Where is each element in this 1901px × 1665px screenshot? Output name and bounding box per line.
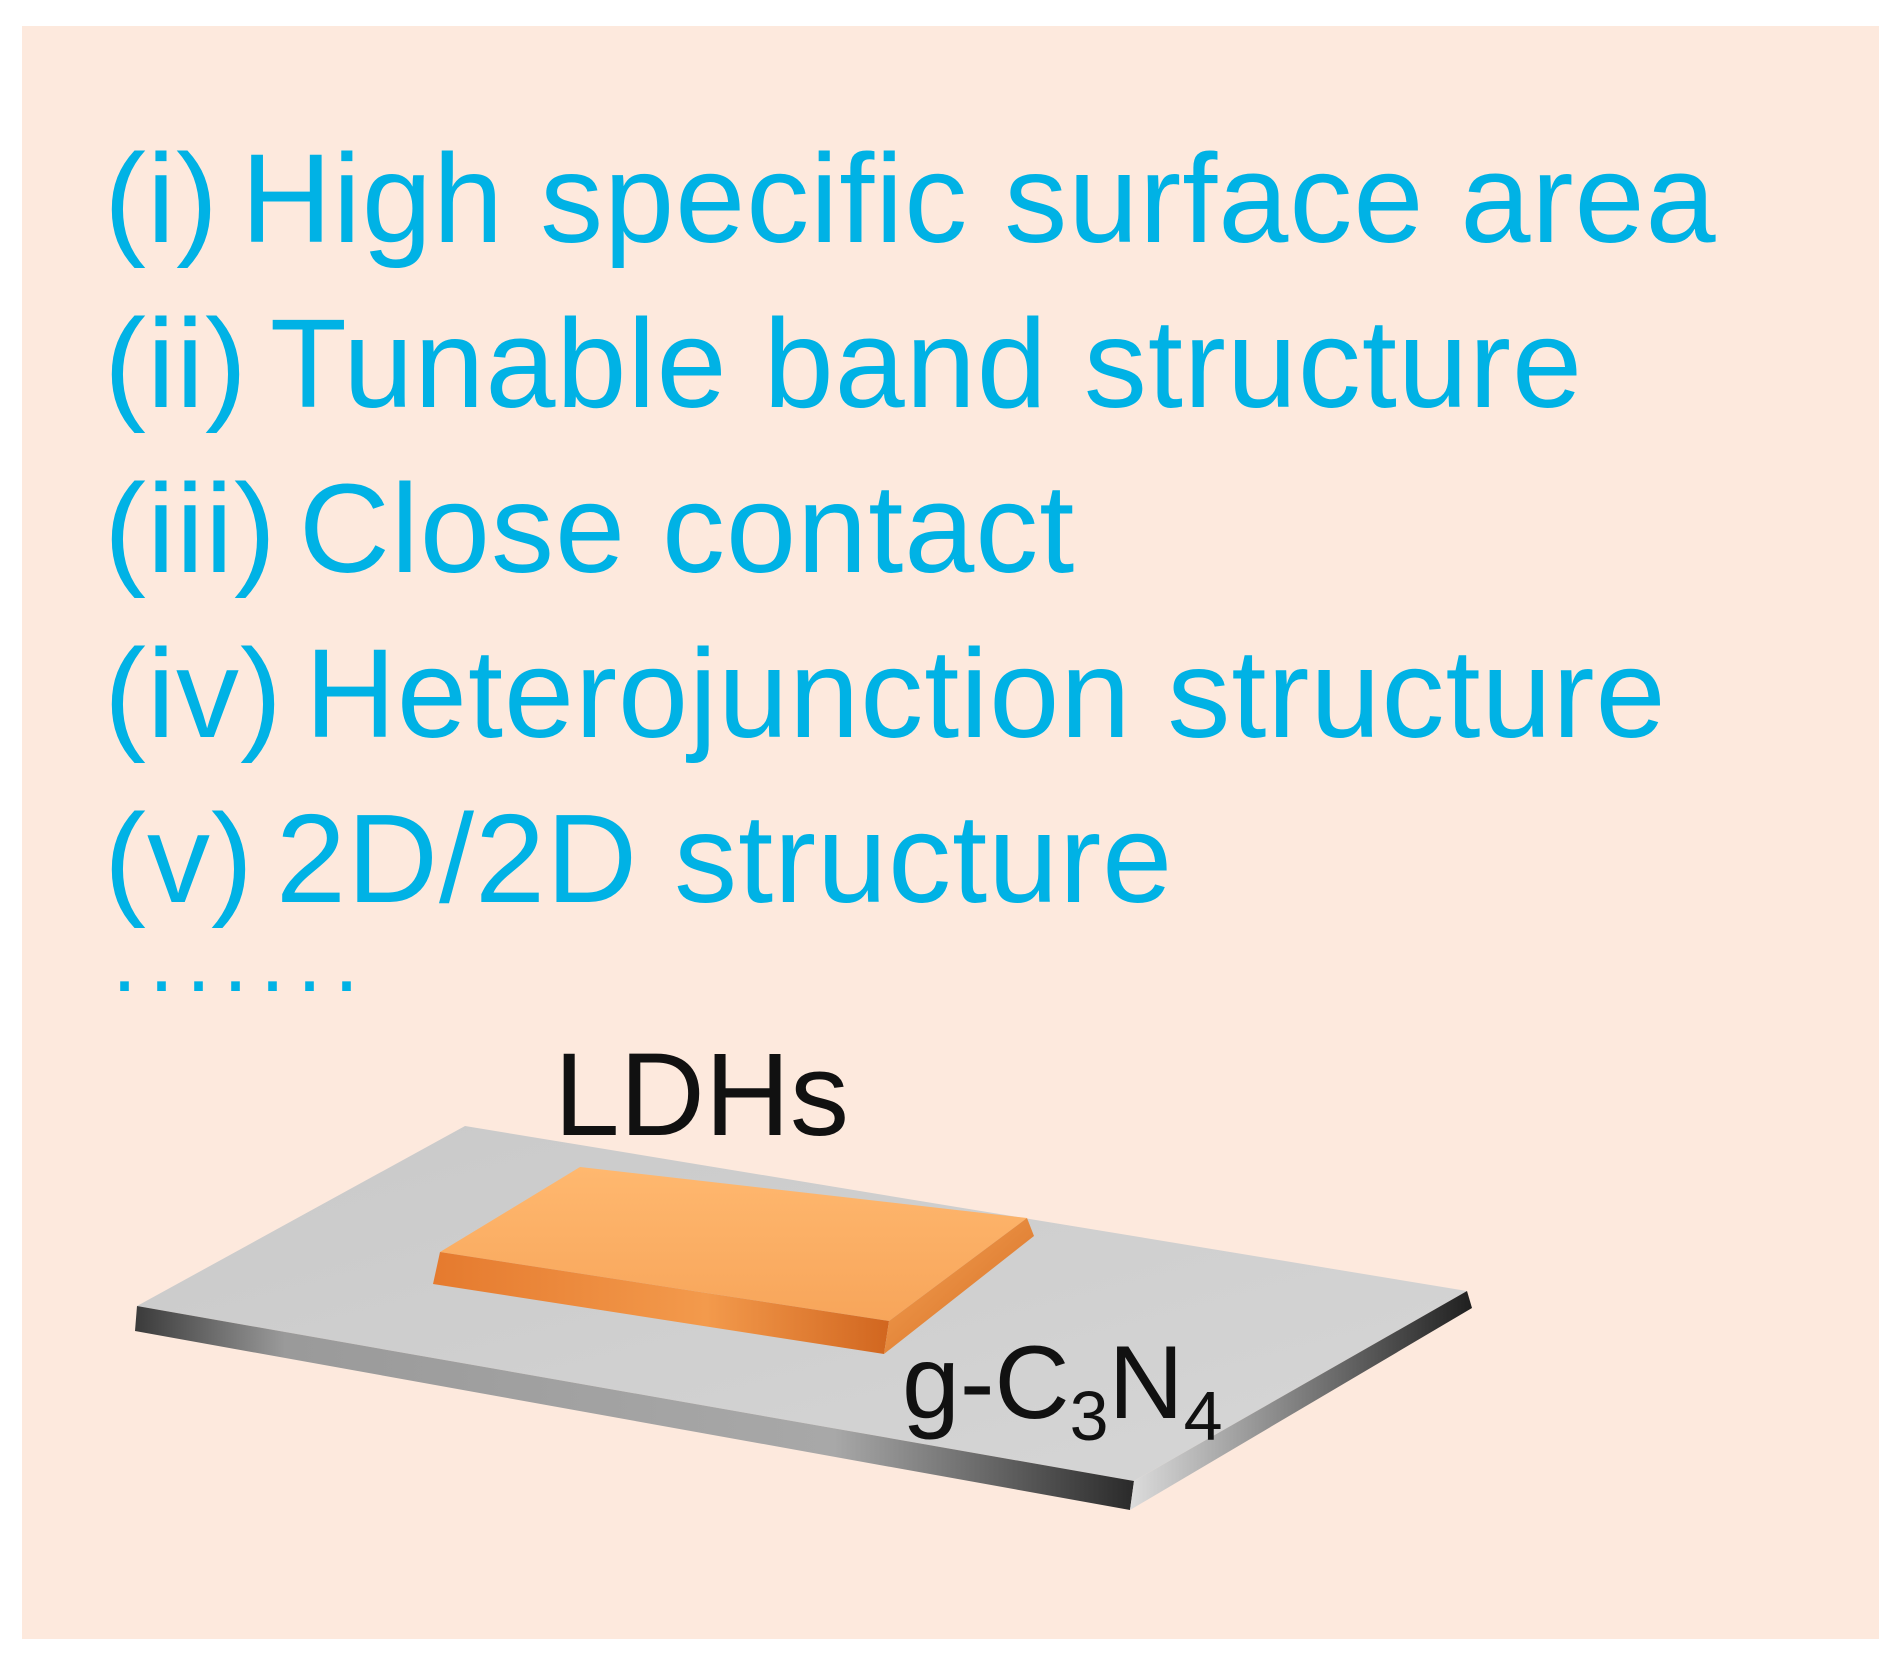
- more-ellipsis: .......: [112, 911, 372, 1011]
- ldh-label: LDHs: [554, 1029, 850, 1161]
- feature-item-2: (ii)Tunable band structure: [104, 281, 1717, 446]
- feature-marker: (iii): [104, 458, 277, 599]
- diagram-panel: (i)High specific surface area (ii)Tunabl…: [22, 26, 1879, 1639]
- ldh-sheet-front-edge: [433, 1252, 889, 1354]
- gcn-sheet-side-edge: [1130, 1291, 1472, 1510]
- feature-item-3: (iii)Close contact: [104, 446, 1717, 611]
- ldh-sheet-top: [440, 1167, 1027, 1321]
- feature-text: Heterojunction structure: [304, 623, 1667, 764]
- ldh-sheet: [433, 1167, 1034, 1354]
- gcn-label-prefix: g-C: [902, 1325, 1070, 1441]
- feature-item-1: (i)High specific surface area: [104, 116, 1717, 281]
- feature-text: Close contact: [298, 458, 1076, 599]
- feature-item-5: (v)2D/2D structure: [104, 776, 1717, 941]
- feature-list: (i)High specific surface area (ii)Tunabl…: [104, 116, 1717, 941]
- feature-marker: (v): [104, 788, 254, 929]
- gcn-label-sub-4: 4: [1183, 1377, 1223, 1455]
- heterostructure-illustration: [135, 1126, 1472, 1510]
- feature-item-4: (iv)Heterojunction structure: [104, 611, 1717, 776]
- feature-text: Tunable band structure: [269, 293, 1584, 434]
- feature-text: High specific surface area: [240, 128, 1717, 269]
- feature-marker: (ii): [104, 293, 248, 434]
- feature-marker: (iv): [104, 623, 283, 764]
- gcn-sheet-front-edge: [135, 1306, 1134, 1510]
- gcn-label-mid: N: [1108, 1325, 1184, 1441]
- gcn-label: g-C3N4: [902, 1331, 1223, 1451]
- ldh-sheet-side-edge: [884, 1218, 1034, 1354]
- feature-marker: (i): [104, 128, 219, 269]
- gcn-label-sub-3: 3: [1069, 1377, 1109, 1455]
- feature-text: 2D/2D structure: [275, 788, 1174, 929]
